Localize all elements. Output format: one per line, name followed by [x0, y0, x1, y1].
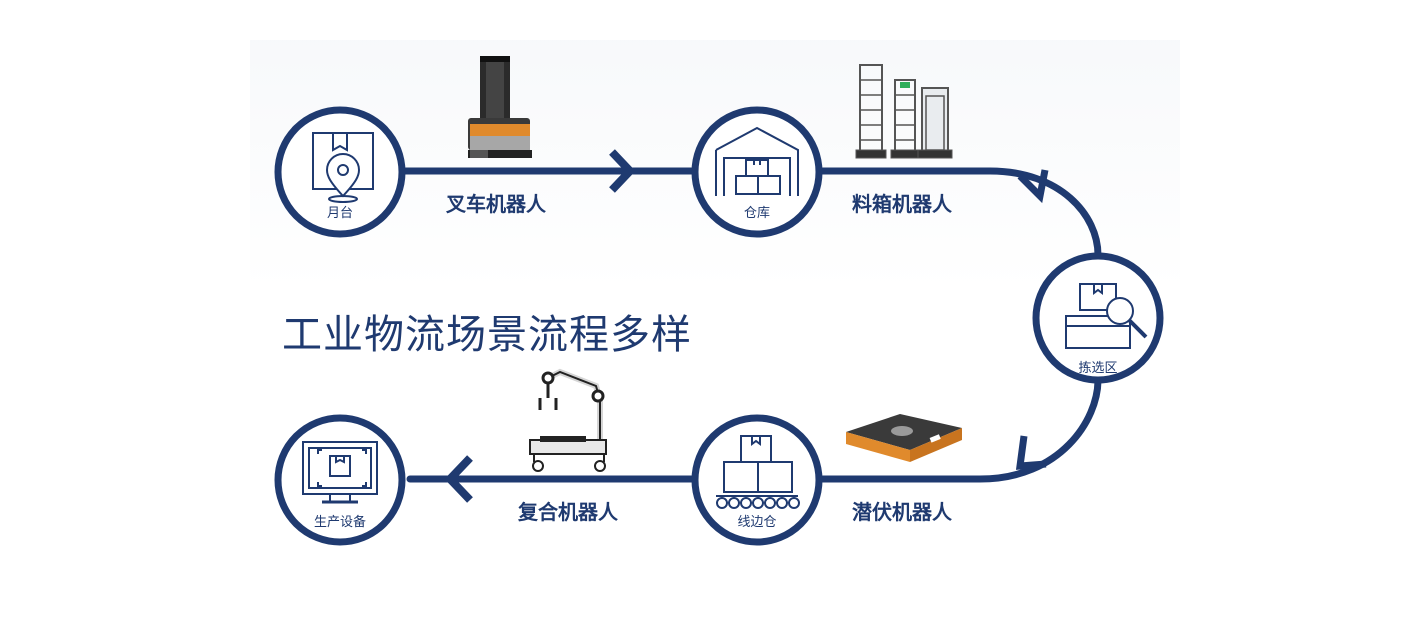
node-production: 生产设备: [274, 414, 406, 546]
latent-robot-image: [846, 414, 962, 462]
arrow-right-icon: [609, 149, 636, 193]
label-composite-robot: 复合机器人: [518, 500, 618, 524]
arrow-down-right-icon: [1017, 169, 1049, 204]
node-label-line-side: 线边仓: [737, 515, 776, 530]
flow-path: [400, 167, 1102, 483]
diagram-title: 工业物流场景流程多样: [282, 312, 692, 358]
node-label-warehouse: 仓库: [744, 205, 770, 221]
node-warehouse: 仓库: [691, 106, 823, 238]
composite-robot-image: [529, 368, 607, 472]
bin-robot-image: [855, 64, 953, 159]
node-picking-area: 拣选区: [1032, 252, 1164, 384]
picking-search-icon: [1065, 283, 1148, 349]
monitor-icon: [302, 441, 378, 504]
node-line-side: 线边仓: [691, 414, 823, 546]
label-bin-robot: 料箱机器人: [852, 192, 952, 216]
forklift-robot-image: [468, 56, 532, 158]
label-latent-robot: 潜伏机器人: [852, 500, 952, 524]
arrow-down-left-icon: [1015, 435, 1047, 470]
arrow-left-icon: [444, 455, 473, 503]
conveyor-boxes-icon: [716, 435, 800, 509]
label-forklift-robot: 叉车机器人: [446, 192, 546, 216]
dock-location-icon: [312, 132, 374, 203]
node-label-production: 生产设备: [314, 514, 366, 530]
node-label-dock: 月台: [327, 206, 353, 221]
node-dock: 月台: [274, 106, 406, 238]
node-label-picking-area: 拣选区: [1078, 361, 1117, 376]
warehouse-icon: [715, 126, 799, 196]
